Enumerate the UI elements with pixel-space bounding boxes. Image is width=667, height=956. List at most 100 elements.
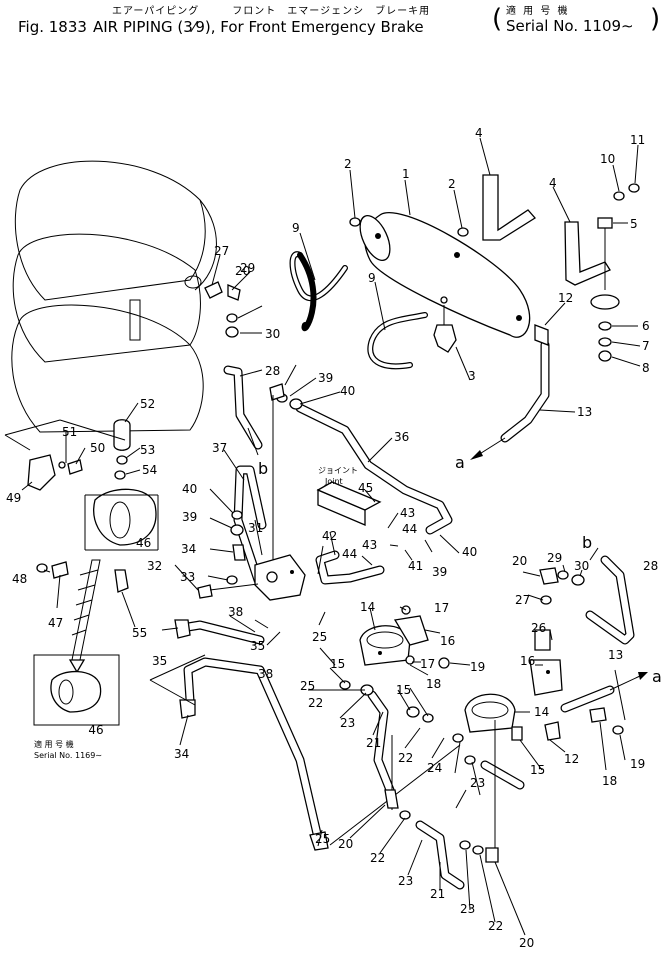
brake-chamber: [27, 419, 159, 593]
callout: 17: [434, 601, 449, 615]
callout: 7: [642, 339, 650, 353]
callout: 37: [212, 441, 227, 455]
callout: 55: [132, 626, 147, 640]
callout: 2: [448, 177, 456, 191]
callout: 14: [534, 705, 549, 719]
callout: 22: [308, 696, 323, 710]
pipe-38-long: [174, 619, 329, 851]
diagram-title: AIR PIPING (3⁄9), For Front Emergency Br…: [93, 18, 424, 36]
callout: 20: [338, 837, 353, 851]
callout: 52: [140, 397, 155, 411]
title-japanese: エアーパイピング フロント エマージェンシ ブレーキ用: [112, 6, 431, 17]
callout: 44: [402, 522, 417, 536]
callout: 20: [519, 936, 534, 950]
applicable-label-japanese: 適 用 号 機: [506, 6, 570, 17]
callout: 15: [330, 657, 345, 671]
group-outline: [4, 419, 206, 706]
callout: 39: [182, 510, 197, 524]
callout: 35: [152, 654, 167, 668]
callout: 30: [574, 559, 589, 573]
callout: 22: [370, 851, 385, 865]
callout: 4: [549, 176, 557, 190]
callout: 40: [340, 384, 355, 398]
pipe-13-lower: [560, 669, 626, 721]
callout: 5: [630, 217, 638, 231]
callout: 21: [366, 736, 381, 750]
callout: 20: [512, 554, 527, 568]
callout: 40: [462, 545, 477, 559]
callout: 54: [142, 463, 157, 477]
callout: 28: [265, 364, 280, 378]
callout: 20: [235, 264, 250, 278]
serial-range: Serial No. 1109∼: [506, 17, 634, 35]
marker-b-right: b: [582, 533, 592, 552]
pipe-37: [233, 465, 267, 585]
callout: 16: [520, 654, 535, 668]
callout: 9: [368, 271, 376, 285]
callout: 27: [214, 244, 229, 258]
callout: 32: [147, 559, 162, 573]
callout: 31: [248, 521, 263, 535]
callout: 23: [398, 874, 413, 888]
inset-serial: Serial No. 1169∼: [34, 751, 102, 760]
hose-9-upper: [289, 251, 348, 332]
callout: 15: [530, 763, 545, 777]
lower-pipe-runs: [329, 680, 624, 890]
callout: 50: [90, 441, 105, 455]
callout: 2: [344, 157, 352, 171]
coil-spring: [68, 559, 101, 674]
brake-valve-lower: [464, 629, 563, 733]
bracket-left: (: [492, 4, 503, 34]
callout: 28: [643, 559, 658, 573]
callout: 49: [6, 491, 21, 505]
tank-bracket-left: [482, 174, 536, 241]
tank-bracket-right: [564, 221, 611, 286]
callout: 13: [577, 405, 592, 419]
callout: 38: [228, 605, 243, 619]
pipe-42: [315, 550, 385, 585]
callout: 25: [315, 832, 330, 846]
callout: 41: [408, 559, 423, 573]
callout: 23: [340, 716, 355, 730]
callout: 36: [394, 430, 409, 444]
callout: 4: [475, 126, 483, 140]
callout: 3: [468, 369, 476, 383]
callout: 39: [318, 371, 333, 385]
callout: 34: [181, 542, 196, 556]
pipe-28-upper: [204, 281, 263, 450]
callout: 19: [630, 757, 645, 771]
callout: 23: [460, 902, 475, 916]
callout: 26: [531, 621, 546, 635]
inset-part-label: 46: [88, 723, 103, 737]
callout: 33: [180, 570, 195, 584]
callout: 24: [427, 761, 442, 775]
callout: 12: [564, 752, 579, 766]
callout: 1: [402, 167, 410, 181]
callout-numbers: 1 2 2 3 4 4 5 6 7 8 9 9 10 11 12 12 13 1…: [6, 126, 658, 950]
callout: 27: [515, 593, 530, 607]
callout: 18: [602, 774, 617, 788]
marker-b-left: b: [258, 459, 268, 478]
bracket-right: ): [650, 4, 661, 34]
tank-stack: [11, 160, 217, 433]
air-tank: [359, 212, 531, 353]
callout: 21: [430, 887, 445, 901]
callout: 51: [62, 425, 77, 439]
pipe-28-right: [539, 555, 635, 645]
callout: 47: [48, 616, 63, 630]
callout: 22: [398, 751, 413, 765]
hose-9-lower: [367, 312, 428, 370]
joint-label-jp: ジョイント: [318, 466, 358, 475]
callout: 30: [265, 327, 280, 341]
callout: 15: [396, 683, 411, 697]
callout: 9: [292, 221, 300, 235]
relay-valve: [254, 554, 306, 601]
callout: 38: [258, 667, 273, 681]
callout: 43: [362, 538, 377, 552]
inset-applicable-jp: 適 用 号 機: [34, 739, 74, 749]
callout: 34: [174, 747, 189, 761]
leader-lines: [21, 137, 641, 936]
callout: 18: [426, 677, 441, 691]
marker-a-upper: a: [455, 453, 465, 472]
